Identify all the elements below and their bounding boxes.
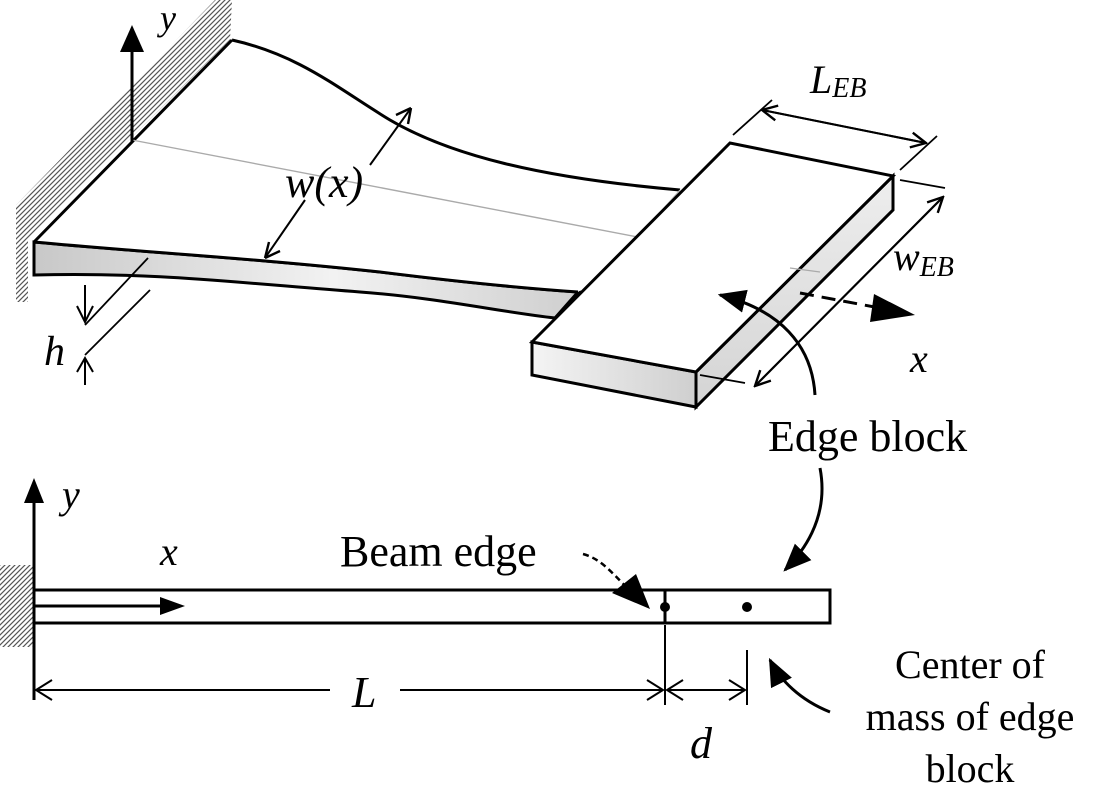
x-axis-top (799, 291, 915, 322)
d-label: d (690, 719, 713, 768)
edge-block-label: Edge block (768, 412, 967, 461)
w-EB-label: wEB (893, 234, 954, 283)
beam-top-surface (34, 40, 680, 292)
edge-block-callout-arrow-top (717, 289, 817, 396)
edge-block-width-dimension (699, 179, 946, 386)
edge-block-side-view (663, 588, 832, 625)
L-label: L (351, 668, 376, 717)
w-of-x-label: w(x) (285, 158, 363, 207)
y-axis-top (120, 25, 144, 142)
fixed-wall-bottom (0, 565, 34, 647)
edge-block-3d (528, 141, 897, 411)
h-label: h (44, 329, 65, 375)
center-of-mass-label-line3: block (926, 746, 1015, 791)
center-of-mass-point (742, 602, 752, 612)
y-label-bottom: y (58, 472, 80, 517)
x-axis-bottom (34, 597, 185, 615)
thickness-dimension (76, 257, 151, 385)
center-of-mass-arrow (768, 657, 831, 714)
L-EB-label: LEB (809, 57, 866, 104)
beam-edge-point (660, 602, 670, 612)
fixed-wall-top (16, 0, 232, 302)
beam-edge-label: Beam edge (340, 527, 537, 576)
x-label-top: x (909, 336, 928, 381)
edge-block-callout-arrow-bottom (783, 467, 824, 572)
center-of-mass-label-line2: mass of edge (866, 694, 1075, 739)
x-label-bottom: x (159, 529, 178, 574)
offset-dimension (665, 650, 748, 705)
edge-block-length-dimension (732, 99, 938, 171)
width-dimension (263, 106, 413, 260)
center-of-mass-label-line1: Center of (895, 642, 1046, 687)
y-label-top: y (157, 0, 176, 38)
length-dimension (33, 625, 666, 705)
